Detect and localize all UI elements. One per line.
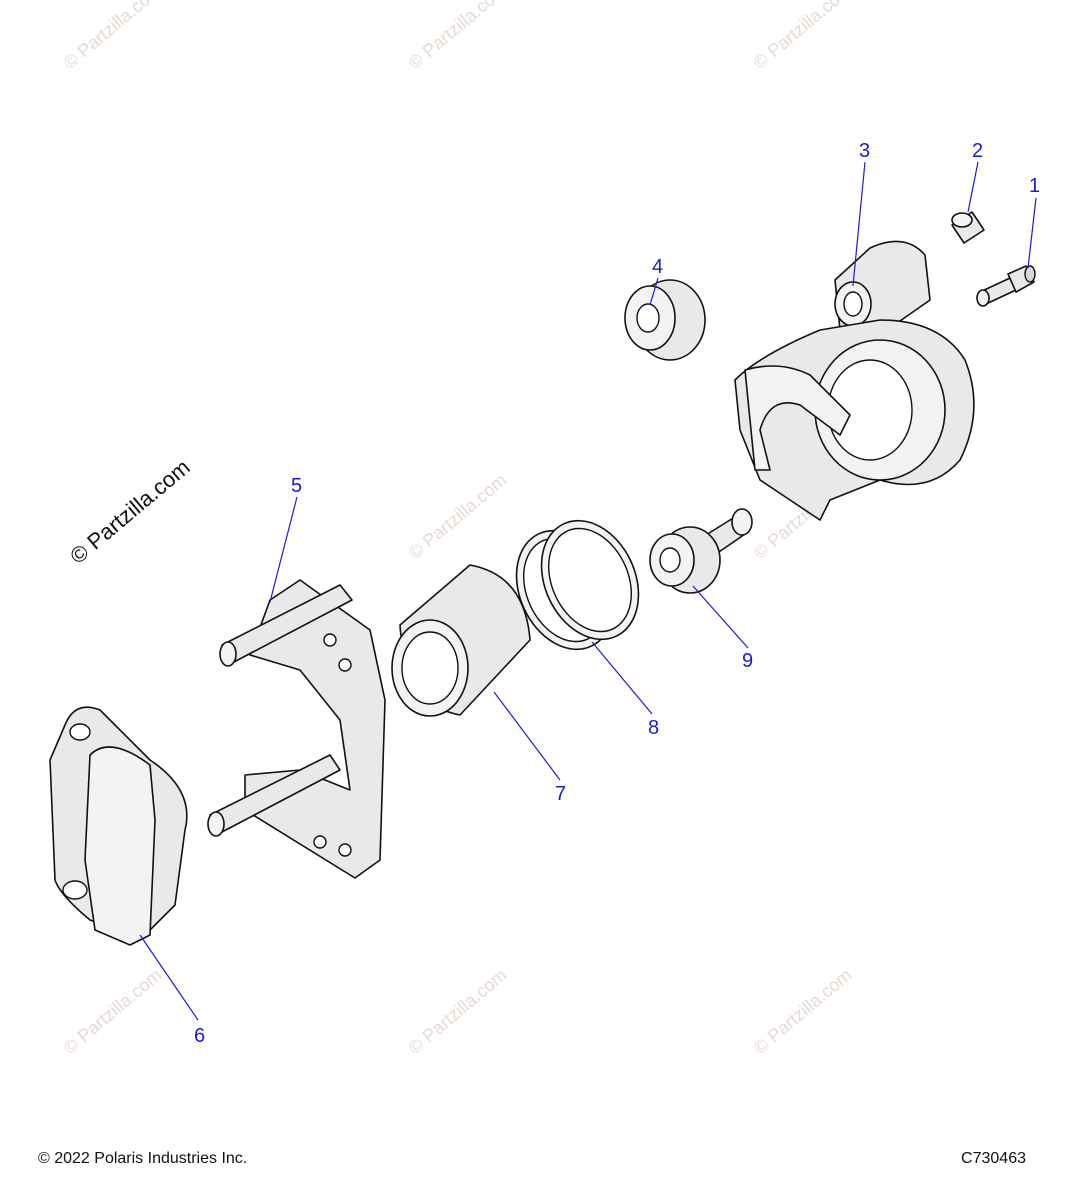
watermark-main: © Partzilla.com <box>65 454 195 568</box>
part-bleeder-screw <box>976 265 1036 307</box>
callout-1[interactable]: 1 <box>1029 175 1040 197</box>
callout-7[interactable]: 7 <box>555 783 566 805</box>
callout-9[interactable]: 9 <box>742 650 753 672</box>
leader-line-5 <box>269 496 298 603</box>
callout-8[interactable]: 8 <box>648 717 659 739</box>
leader-line-7 <box>493 691 561 781</box>
leader-line-9 <box>692 585 749 649</box>
watermark: © Partzilla.com <box>60 0 166 73</box>
watermark: © Partzilla.com <box>60 965 166 1058</box>
part-slide-pin <box>649 508 753 594</box>
part-caliper-bracket <box>207 579 386 879</box>
leader-line-1 <box>1027 197 1037 269</box>
watermark: © Partzilla.com <box>750 965 856 1058</box>
watermark: © Partzilla.com <box>405 470 511 563</box>
part-piston <box>391 564 531 717</box>
part-bleeder-cap <box>951 211 985 244</box>
callout-2[interactable]: 2 <box>972 140 983 162</box>
leader-lines <box>139 161 1037 1021</box>
leader-line-6 <box>139 934 199 1021</box>
callout-3[interactable]: 3 <box>859 140 870 162</box>
watermark: © Partzilla.com <box>750 0 856 73</box>
part-caliper-housing <box>734 240 975 521</box>
watermark: © Partzilla.com <box>405 965 511 1058</box>
copyright-text: © 2022 Polaris Industries Inc. <box>38 1150 248 1167</box>
watermark: © Partzilla.com <box>405 0 511 73</box>
callout-labels: 1 2 3 4 5 6 7 8 9 <box>194 140 1040 1047</box>
leader-line-8 <box>591 641 653 715</box>
diagram-code: C730463 <box>961 1150 1026 1167</box>
leader-line-2 <box>967 161 979 213</box>
leader-line-4 <box>649 277 659 306</box>
part-piston-seals <box>515 519 640 651</box>
part-brake-pads <box>49 706 188 946</box>
callout-5[interactable]: 5 <box>291 475 302 497</box>
callout-6[interactable]: 6 <box>194 1025 205 1047</box>
leader-line-3 <box>852 161 866 287</box>
callout-4[interactable]: 4 <box>652 256 663 278</box>
part-boot-small <box>624 279 706 361</box>
